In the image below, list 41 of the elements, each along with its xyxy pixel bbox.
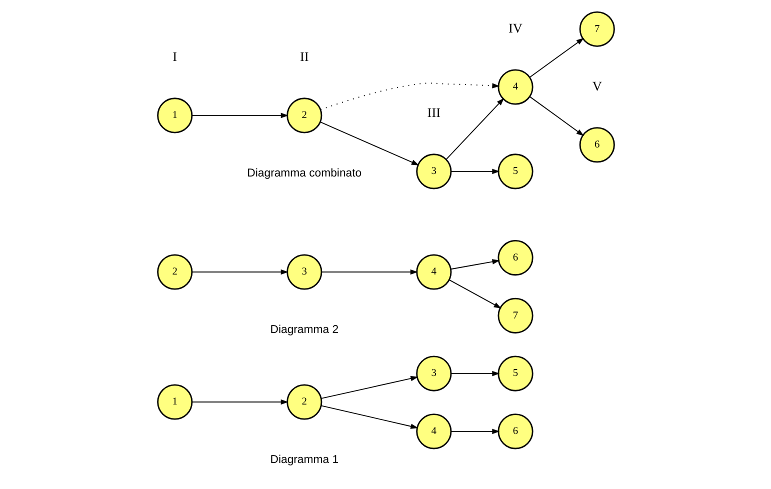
arrow bbox=[529, 38, 584, 78]
node-circle: 5 bbox=[497, 356, 533, 392]
arrow bbox=[445, 98, 504, 160]
node-circle: 5 bbox=[497, 154, 533, 190]
arrow bbox=[191, 399, 288, 405]
arrow bbox=[191, 112, 288, 118]
node-circle: 4 bbox=[416, 254, 452, 290]
arrow bbox=[191, 269, 288, 275]
node-circle: 4 bbox=[416, 414, 452, 450]
arrow bbox=[320, 376, 418, 399]
node-circle: 2 bbox=[156, 254, 192, 290]
node-circle: 6 bbox=[497, 414, 533, 450]
label: I bbox=[172, 49, 177, 64]
node-circle: 2 bbox=[286, 384, 322, 420]
arrow bbox=[450, 168, 500, 174]
label: V bbox=[592, 78, 602, 94]
node-circle: 3 bbox=[416, 154, 452, 190]
arrow bbox=[450, 259, 500, 270]
node-circle: 7 bbox=[497, 298, 533, 334]
label: Diagramma 2 bbox=[270, 324, 338, 336]
node-circle: 1 bbox=[156, 98, 192, 134]
arrow bbox=[448, 279, 501, 308]
arrow bbox=[450, 428, 500, 434]
label: Diagramma combinato bbox=[246, 167, 362, 180]
arrow bbox=[320, 405, 418, 429]
label: III bbox=[426, 105, 440, 120]
node-circle: 6 bbox=[578, 127, 614, 163]
node-circle: 7 bbox=[578, 11, 614, 47]
arrow bbox=[320, 82, 500, 110]
node-circle: 1 bbox=[156, 384, 192, 420]
arrow bbox=[450, 370, 500, 376]
label: Diagramma 1 bbox=[270, 454, 338, 466]
node-circle: 3 bbox=[286, 254, 322, 290]
label: II bbox=[299, 49, 308, 64]
arrow bbox=[320, 269, 418, 275]
node-circle: 2 bbox=[286, 98, 322, 134]
arrow bbox=[319, 122, 419, 166]
arrow bbox=[529, 96, 584, 136]
node-circle: 3 bbox=[416, 356, 452, 392]
node-circle: 6 bbox=[497, 240, 533, 276]
label: IV bbox=[508, 20, 522, 36]
